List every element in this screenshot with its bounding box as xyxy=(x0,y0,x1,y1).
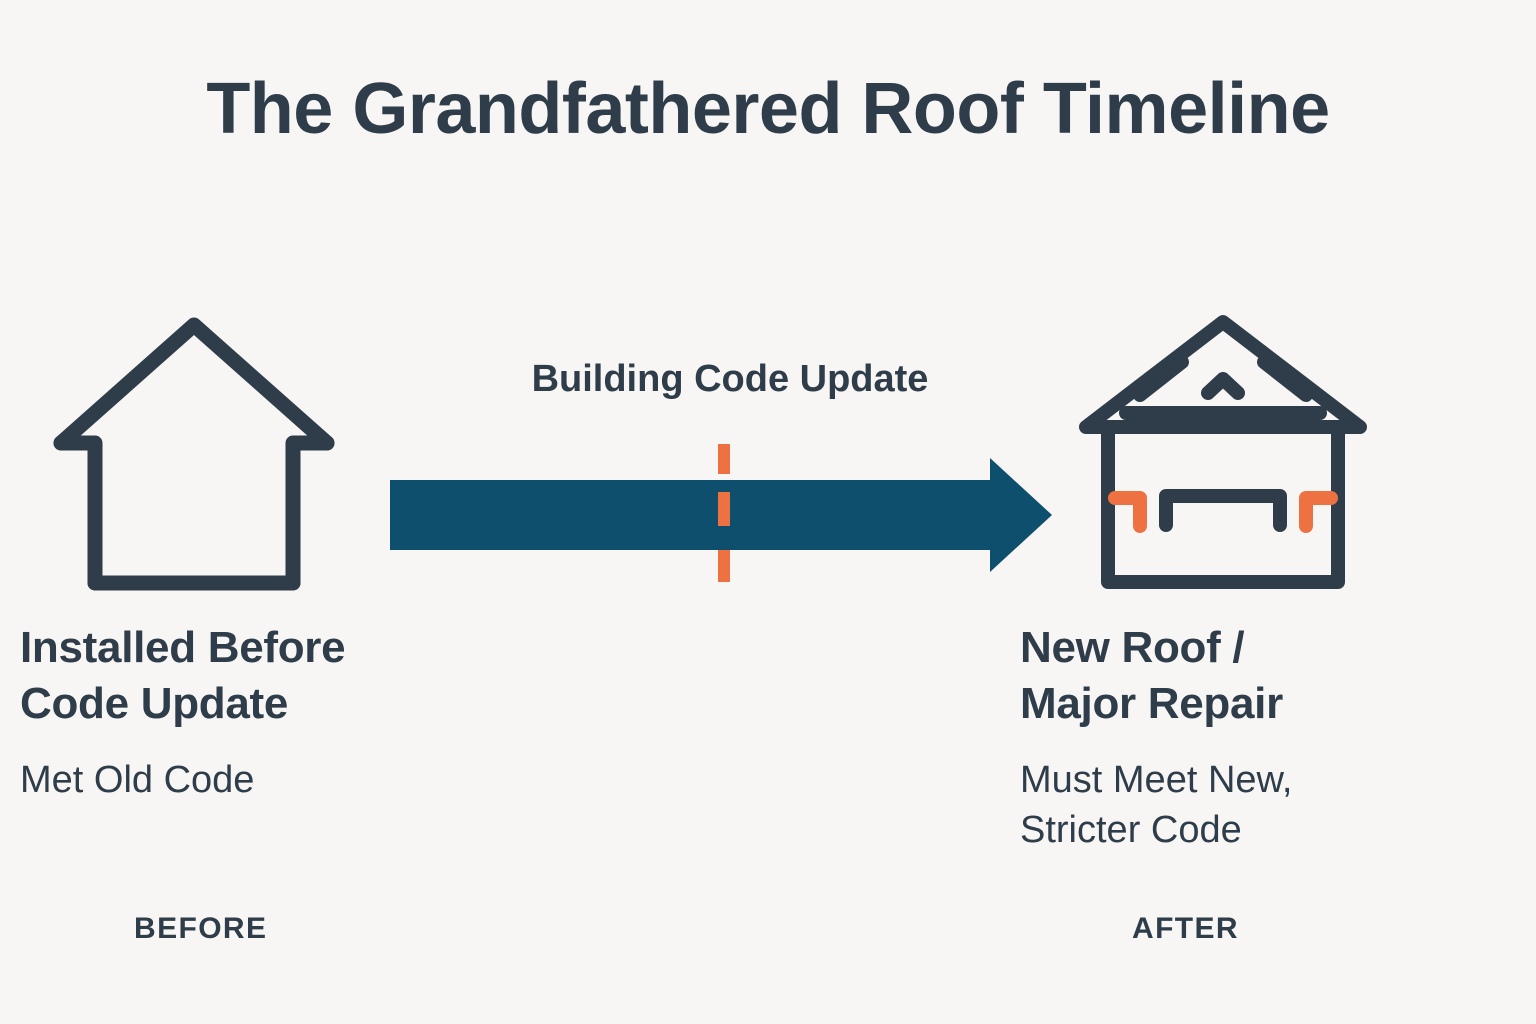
right-wall xyxy=(285,435,335,591)
divider-dash-middle xyxy=(718,492,730,526)
house-new-roof-icon xyxy=(1078,310,1368,600)
page-title: The Grandfathered Roof Timeline xyxy=(206,69,1330,149)
after-subtext-line2: Stricter Code xyxy=(1020,808,1242,851)
right-orange-bracket xyxy=(1299,491,1338,533)
before-caption-block: Installed Before Code Update Met Old Cod… xyxy=(20,620,450,805)
before-subtext: Met Old Code xyxy=(20,755,450,805)
after-headline-line1: New Roof / xyxy=(1020,623,1245,672)
before-headline-line1: Installed Before xyxy=(20,623,346,672)
shingle-chevron-left xyxy=(1133,355,1189,402)
before-headline: Installed Before Code Update xyxy=(20,620,450,733)
code-update-divider xyxy=(718,444,730,582)
stage-tag-after: AFTER xyxy=(1132,912,1239,945)
after-headline-line2: Major Repair xyxy=(1020,679,1283,729)
stage-tag-before: BEFORE xyxy=(134,912,268,945)
house-outline-icon xyxy=(48,312,340,600)
divider-label: Building Code Update xyxy=(531,358,929,400)
before-subtext-line1: Met Old Code xyxy=(20,758,255,801)
after-caption-block: New Roof / Major Repair Must Meet New, S… xyxy=(1020,620,1520,855)
divider-dash-bottom xyxy=(718,550,730,582)
left-wall xyxy=(53,435,103,591)
after-subtext-line1: Must Meet New, xyxy=(1020,758,1293,801)
roof-line xyxy=(53,317,335,451)
after-headline: New Roof / Major Repair xyxy=(1020,620,1520,733)
divider-dash-top xyxy=(718,444,730,474)
house-walls xyxy=(1101,420,1345,589)
shingle-chevron-center xyxy=(1201,372,1245,400)
roof-triangle xyxy=(1079,315,1367,434)
before-headline-line2: Code Update xyxy=(20,679,289,729)
shingle-chevron-right xyxy=(1257,355,1313,402)
after-subtext: Must Meet New, Stricter Code xyxy=(1020,755,1520,855)
center-bracket xyxy=(1159,489,1287,532)
left-orange-bracket xyxy=(1108,491,1147,533)
